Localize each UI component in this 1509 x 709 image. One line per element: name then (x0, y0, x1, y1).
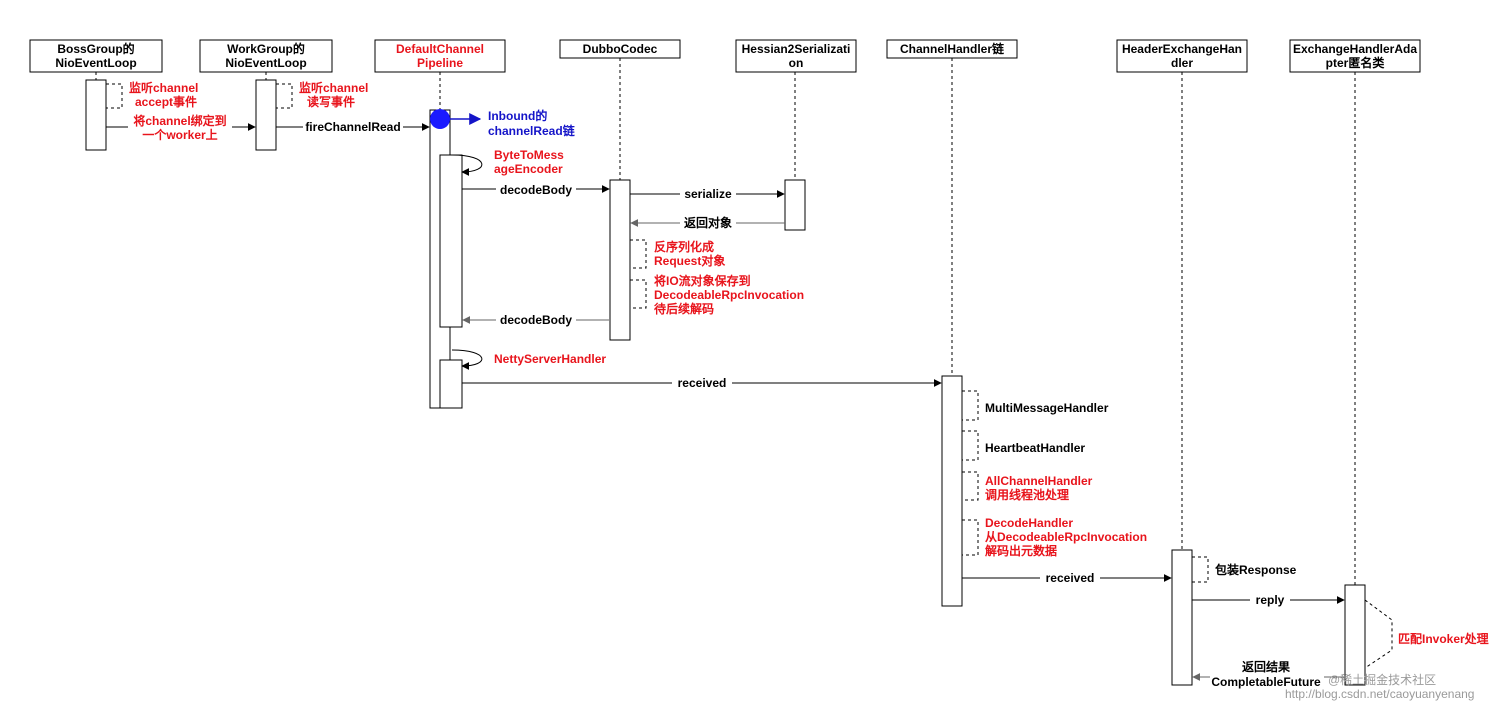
svg-text:CompletableFuture: CompletableFuture (1211, 675, 1321, 689)
svg-text:待后续解码: 待后续解码 (654, 301, 714, 316)
svg-text:AllChannelHandler: AllChannelHandler (985, 474, 1093, 488)
svg-text:reply: reply (1256, 593, 1285, 607)
svg-text:http://blog.csdn.net/caoyuanye: http://blog.csdn.net/caoyuanyenang (1285, 687, 1474, 701)
svg-text:读写事件: 读写事件 (307, 94, 355, 109)
svg-text:received: received (678, 376, 727, 390)
svg-text:WorkGroup的: WorkGroup的 (227, 41, 305, 56)
svg-text:将IO流对象保存到: 将IO流对象保存到 (654, 273, 751, 288)
svg-text:ByteToMess: ByteToMess (494, 148, 564, 162)
participant-chain: ChannelHandler链 (886, 39, 1018, 59)
participant-adapter: ExchangeHandlerAda pter匿名类 (1289, 39, 1421, 73)
participant-pipeline: DefaultChannel Pipeline (374, 39, 506, 73)
participant-work: WorkGroup的 NioEventLoop (199, 39, 333, 73)
svg-text:accept事件: accept事件 (135, 94, 197, 109)
svg-text:on: on (789, 56, 804, 70)
svg-text:fireChannelRead: fireChannelRead (305, 120, 400, 134)
inbound-start-dot (430, 109, 450, 129)
svg-text:MultiMessageHandler: MultiMessageHandler (985, 401, 1109, 415)
svg-text:HeartbeatHandler: HeartbeatHandler (985, 441, 1085, 455)
svg-text:NioEventLoop: NioEventLoop (225, 56, 306, 70)
svg-text:serialize: serialize (684, 187, 732, 201)
svg-text:NioEventLoop: NioEventLoop (55, 56, 136, 70)
svg-text:ChannelHandler链: ChannelHandler链 (900, 41, 1005, 56)
svg-text:包装Response: 包装Response (1214, 562, 1297, 577)
participant-boss: BossGroup的 NioEventLoop (29, 39, 163, 73)
svg-text:DefaultChannel: DefaultChannel (396, 42, 484, 56)
svg-text:@稀土掘金技术社区: @稀土掘金技术社区 (1328, 672, 1436, 687)
svg-text:DubboCodec: DubboCodec (583, 42, 658, 56)
svg-text:Inbound的: Inbound的 (488, 108, 547, 123)
svg-text:Pipeline: Pipeline (417, 56, 463, 70)
svg-text:Request对象: Request对象 (654, 253, 725, 268)
svg-text:dler: dler (1171, 56, 1193, 70)
svg-text:返回结果: 返回结果 (1242, 659, 1290, 674)
svg-text:BossGroup的: BossGroup的 (57, 41, 134, 56)
svg-text:NettyServerHandler: NettyServerHandler (494, 352, 606, 366)
participant-codec: DubboCodec (559, 39, 681, 59)
participant-hessian: Hessian2Serializati on (735, 39, 857, 73)
svg-text:将channel绑定到: 将channel绑定到 (133, 113, 226, 128)
svg-text:DecodeableRpcInvocation: DecodeableRpcInvocation (654, 288, 804, 302)
activations (85, 79, 1366, 686)
svg-text:返回对象: 返回对象 (684, 215, 732, 230)
svg-text:一个worker上: 一个worker上 (142, 127, 217, 142)
svg-text:channelRead链: channelRead链 (488, 123, 576, 138)
lifelines (95, 58, 1356, 585)
svg-text:pter匿名类: pter匿名类 (1326, 55, 1386, 70)
svg-text:ageEncoder: ageEncoder (494, 162, 563, 176)
svg-text:解码出元数据: 解码出元数据 (985, 543, 1057, 558)
svg-text:监听channel: 监听channel (129, 80, 198, 95)
svg-text:HeaderExchangeHan: HeaderExchangeHan (1122, 42, 1242, 56)
svg-text:ExchangeHandlerAda: ExchangeHandlerAda (1293, 42, 1417, 56)
svg-text:从DecodeableRpcInvocation: 从DecodeableRpcInvocation (985, 530, 1147, 544)
svg-text:调用线程池处理: 调用线程池处理 (985, 487, 1069, 502)
svg-text:反序列化成: 反序列化成 (654, 239, 714, 254)
participant-hex: HeaderExchangeHan dler (1116, 39, 1248, 73)
svg-text:decodeBody: decodeBody (500, 313, 572, 327)
svg-text:监听channel: 监听channel (299, 80, 368, 95)
svg-text:DecodeHandler: DecodeHandler (985, 516, 1073, 530)
svg-text:decodeBody: decodeBody (500, 183, 572, 197)
svg-text:received: received (1046, 571, 1095, 585)
svg-text:Hessian2Serializati: Hessian2Serializati (742, 42, 851, 56)
svg-text:匹配Invoker处理: 匹配Invoker处理 (1398, 631, 1489, 646)
